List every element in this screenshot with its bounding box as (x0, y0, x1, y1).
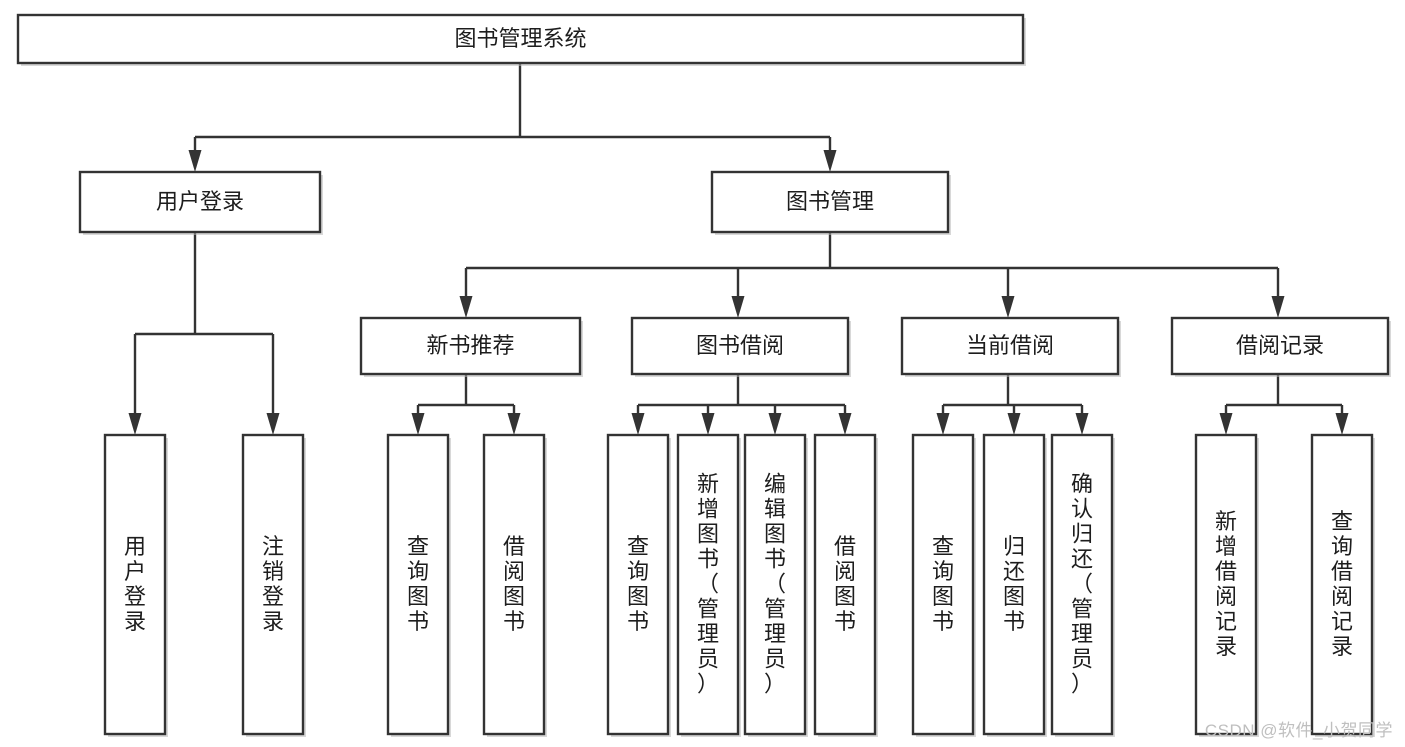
csdn-watermark: CSDN @软件_小贺同学 (1204, 721, 1393, 740)
node-label: 查询图书 (407, 534, 429, 634)
connector-group-currentborrow-to-leaves (936, 374, 1089, 435)
node-label: 查询图书 (932, 534, 954, 634)
node-label: 用户登录 (156, 189, 244, 214)
node-label: 注销登录 (262, 534, 284, 634)
node-label: 图书管理系统 (454, 26, 586, 51)
node-leaf_add_record[interactable]: 新增借阅记录 (1194, 433, 1259, 737)
node-root[interactable]: 图书管理系统 (16, 13, 1026, 66)
node-leaf_borrow_book_1[interactable]: 借阅图书 (482, 433, 547, 737)
node-label: 图书管理 (786, 189, 874, 214)
node-leaf_return_book[interactable]: 归还图书 (982, 433, 1047, 737)
node-book_borrow[interactable]: 图书借阅 (630, 316, 851, 377)
node-new_book_rec[interactable]: 新书推荐 (359, 316, 583, 377)
node-leaf_user_login[interactable]: 用户登录 (103, 433, 168, 737)
node-label: 新增图书（管理员） (697, 472, 719, 697)
node-leaf_query_book_1[interactable]: 查询图书 (386, 433, 451, 737)
node-label: 编辑图书（管理员） (764, 472, 786, 697)
node-label: 当前借阅 (966, 333, 1054, 358)
connector-group-bookborrow-to-leaves (631, 374, 852, 435)
node-borrow_record[interactable]: 借阅记录 (1170, 316, 1391, 377)
node-current_borrow[interactable]: 当前借阅 (900, 316, 1121, 377)
node-leaf_edit_book[interactable]: 编辑图书（管理员） (743, 433, 808, 737)
connector-group-userlogin-to-leaves (128, 232, 280, 435)
node-label: 借阅图书 (834, 534, 856, 634)
node-label: 确认归还（管理员） (1071, 472, 1093, 697)
node-leaf_borrow_book_2[interactable]: 借阅图书 (813, 433, 878, 737)
node-leaf_query_book_3[interactable]: 查询图书 (911, 433, 976, 737)
node-leaf_logout[interactable]: 注销登录 (241, 433, 306, 737)
node-leaf_query_book_2[interactable]: 查询图书 (606, 433, 671, 737)
node-label: 借阅图书 (503, 534, 525, 634)
node-label: 新书推荐 (426, 333, 514, 358)
node-label: 借阅记录 (1236, 333, 1324, 358)
node-leaf_confirm_return[interactable]: 确认归还（管理员） (1050, 433, 1115, 737)
node-label: 查询图书 (627, 534, 649, 634)
node-label: 查询借阅记录 (1331, 509, 1353, 659)
node-user_login[interactable]: 用户登录 (78, 170, 323, 235)
connector-layer (128, 63, 1349, 435)
connector-group-newbook-to-leaves (411, 374, 521, 435)
node-label: 归还图书 (1003, 534, 1025, 634)
node-label: 图书借阅 (696, 333, 784, 358)
node-label: 用户登录 (124, 534, 146, 634)
node-leaf_add_book[interactable]: 新增图书（管理员） (676, 433, 741, 737)
node-leaf_query_record[interactable]: 查询借阅记录 (1310, 433, 1375, 737)
node-layer: 图书管理系统用户登录图书管理新书推荐图书借阅当前借阅借阅记录用户登录注销登录查询… (16, 13, 1391, 737)
node-book_manage[interactable]: 图书管理 (710, 170, 951, 235)
connector-group-bookmanage-to-level3 (459, 232, 1285, 318)
connector-group-borrowrecord-to-leaves (1219, 374, 1349, 435)
node-label: 新增借阅记录 (1215, 509, 1237, 659)
connector-group-root-to-level2 (188, 63, 837, 172)
